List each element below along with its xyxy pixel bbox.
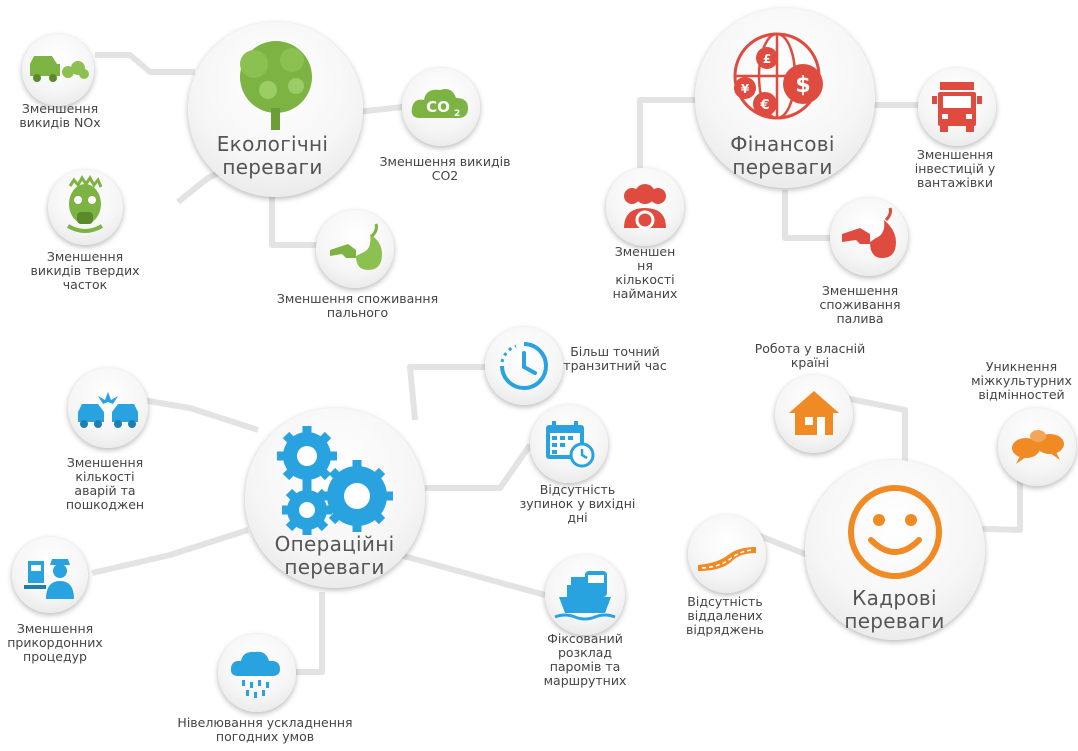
eco-hub-circle: [188, 22, 363, 197]
gears-icon: [277, 426, 393, 535]
ops-weather-label: Нівелювання ускладнення погодних умов: [177, 715, 353, 744]
fin-hub-label: Фінансові переваги: [730, 132, 835, 179]
fin-fuel-circle: [830, 198, 908, 276]
yen-symbol: ¥: [741, 82, 750, 96]
ops-accidents-circle: [68, 368, 148, 448]
rain-cloud-icon: [230, 651, 280, 698]
fuel-nozzle-leaf-icon: [330, 223, 382, 270]
hr-home-label: Робота у власній країні: [754, 341, 866, 370]
fuel-nozzle-icon: [842, 207, 896, 258]
truck-icon: [932, 82, 982, 132]
eco-fuel-label: Зменшення споживання пального: [276, 291, 439, 320]
euro-symbol: €: [759, 98, 769, 113]
dollar-symbol: $: [795, 73, 810, 98]
ops-accidents-label: Зменшення кількості аварій та пошкоджен: [65, 455, 145, 512]
ops-border-circle: [12, 537, 88, 613]
fin-trucks-label: Зменшення інвестицій у вантажівки: [914, 147, 996, 190]
customs-officer-icon: [24, 559, 74, 599]
hr-trips-label: Відсутність віддалених відряджень: [685, 594, 765, 637]
fin-staff-circle: [606, 168, 684, 246]
ops-border-label: Зменшення прикордонних процедур: [7, 621, 103, 664]
fin-fuel-label: Зменшення споживання палива: [819, 283, 901, 326]
co2-cloud-icon: CO 2: [411, 89, 468, 119]
ops-weekend-label: Відсутність зупинок у вихідні дні: [519, 482, 636, 525]
drivers-group-icon: [624, 184, 666, 230]
pound-symbol: £: [763, 52, 771, 66]
hr-hub-circle: [805, 460, 985, 640]
ops-transit-circle: [485, 327, 563, 405]
currency-globe-icon: $ € £ ¥: [733, 32, 823, 120]
car-crash-icon: [78, 392, 138, 428]
house-icon: [789, 391, 839, 435]
eco-particles-circle: [48, 170, 123, 245]
ops-weather-circle: [218, 634, 296, 712]
tree-icon: [240, 41, 312, 130]
hr-home-circle: [775, 375, 853, 453]
smiley-icon: [848, 485, 942, 579]
road-icon: [698, 547, 756, 571]
eco-nox-label: Зменшення викидів NOx: [19, 101, 101, 130]
hr-trips-circle: [688, 515, 766, 593]
ops-transit-label: Більш точний транзитний час: [563, 344, 667, 373]
ferry-train-icon: [554, 571, 616, 621]
car-exhaust-icon: [30, 56, 89, 82]
fin-hub-circle: $ € £ ¥: [695, 8, 875, 188]
co2-subscript: 2: [454, 109, 460, 119]
calendar-clock-icon: [546, 421, 595, 468]
ops-schedule-label: Фіксований розклад паромів та маршрутних: [543, 631, 627, 688]
ops-hub-label: Операційні переваги: [274, 532, 395, 579]
eco-fuel-circle: [316, 210, 394, 288]
eco-nox-circle: [22, 34, 94, 106]
fin-trucks-circle: [918, 68, 996, 146]
hr-culture-label: Уникнення міжкультурних відмінностей: [971, 359, 1072, 402]
eco-co2-circle: CO 2: [402, 68, 480, 146]
eco-hub-label: Екологічні переваги: [216, 132, 329, 179]
ops-schedule-circle: [545, 555, 625, 635]
fin-staff-label: Зменшен ня кількості найманих: [612, 244, 678, 301]
ops-weekend-circle: [530, 405, 608, 483]
hr-culture-circle: [998, 408, 1076, 486]
hr-hub-label: Кадрові переваги: [844, 586, 945, 633]
co2-text: CO: [426, 98, 450, 116]
ops-hub-circle: [245, 408, 425, 588]
speech-bubbles-icon: [1012, 430, 1064, 464]
clock-icon: [500, 342, 548, 390]
eco-co2-label: Зменшення викидів CO2: [379, 154, 511, 183]
eco-particles-label: Зменшення викидів твердих часток: [30, 249, 140, 292]
gas-mask-icon: [66, 175, 104, 233]
